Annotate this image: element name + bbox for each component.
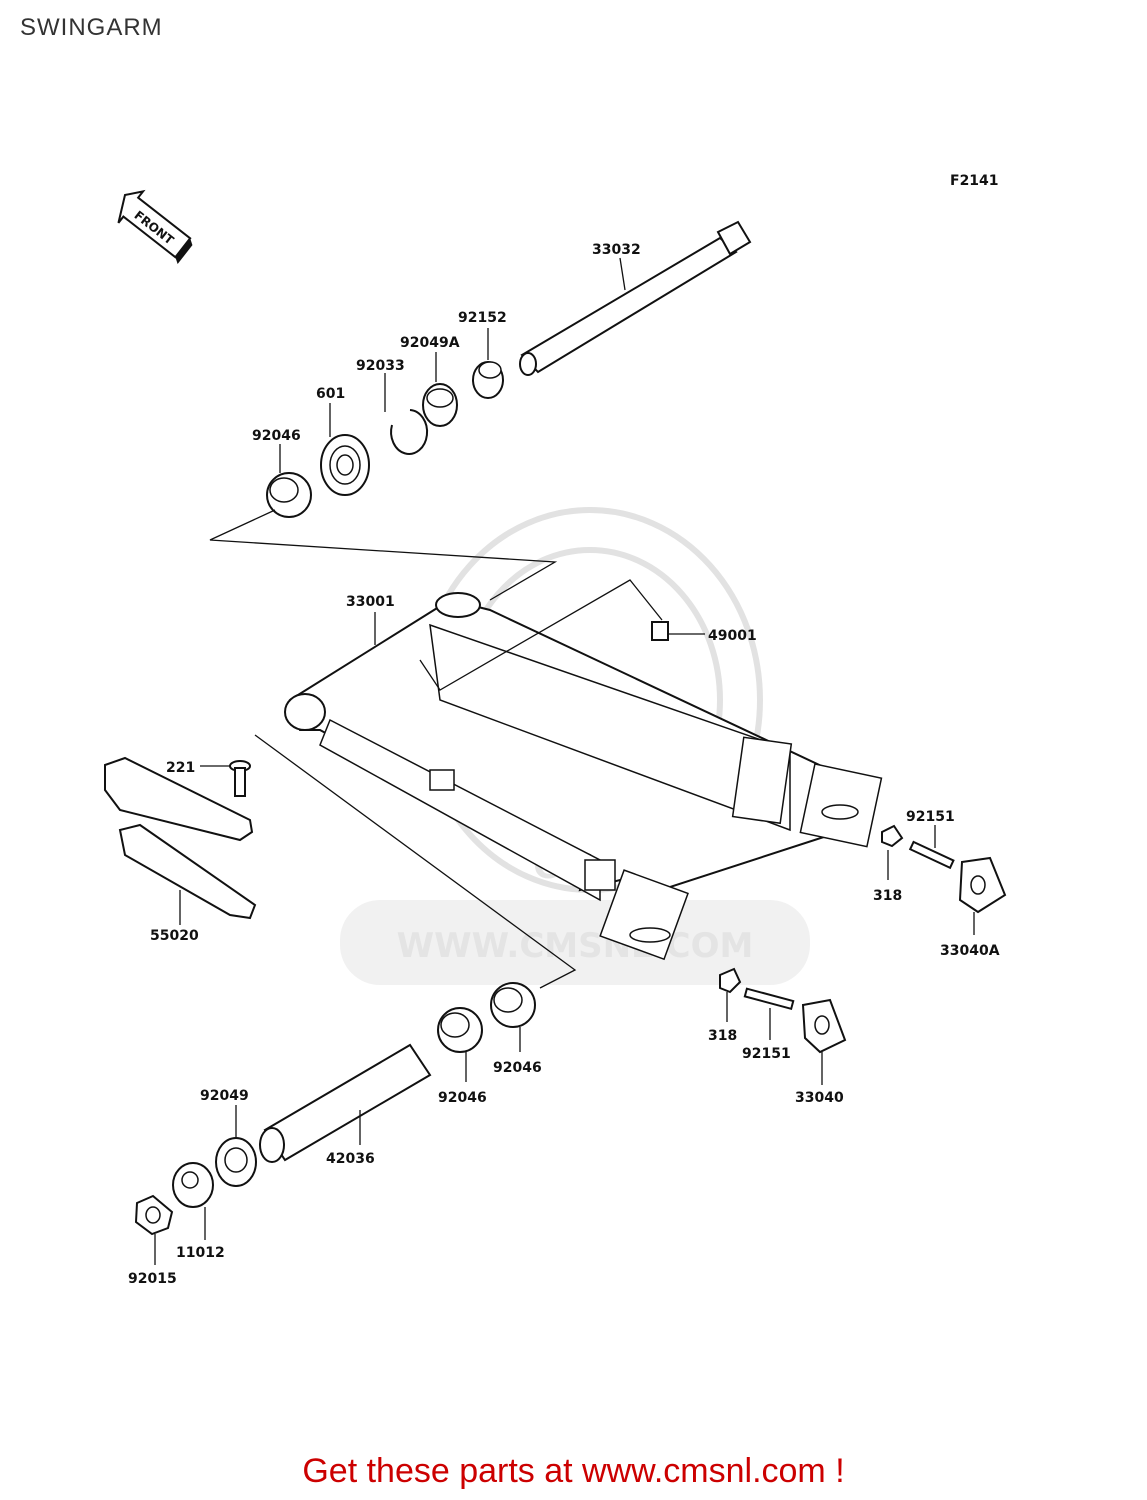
part-221-screw[interactable]	[200, 760, 251, 797]
part-318-nut-right[interactable]	[881, 824, 904, 880]
promo-link[interactable]: Get these parts at www.cmsnl.com !	[302, 1452, 845, 1490]
part-92151-adjuster-bolt-right[interactable]	[908, 825, 955, 870]
label-11012[interactable]: 11012	[176, 1245, 225, 1261]
label-92049a[interactable]: 92049A	[400, 335, 460, 351]
part-33001-swingarm[interactable]	[284, 579, 883, 961]
part-92046-needle-bearing-lower-left[interactable]	[437, 1007, 483, 1082]
part-33040-chain-adjuster-block[interactable]	[801, 998, 847, 1085]
part-33040a-chain-adjuster-block[interactable]	[958, 856, 1007, 935]
label-33040[interactable]: 33040	[795, 1090, 844, 1106]
label-601[interactable]: 601	[316, 386, 345, 402]
label-221[interactable]: 221	[166, 760, 195, 776]
part-labels: 33032 92152 92049A 92033 601 92046 33001…	[128, 242, 1000, 1287]
part-92046-needle-bearing-top[interactable]	[266, 444, 312, 518]
part-92049-seal[interactable]	[215, 1105, 257, 1187]
label-42036[interactable]: 42036	[326, 1151, 375, 1167]
part-318-nut-lower[interactable]	[719, 967, 742, 1022]
part-92015-nut[interactable]	[134, 1194, 174, 1265]
label-318-right[interactable]: 318	[873, 888, 902, 904]
label-49001[interactable]: 49001	[708, 628, 757, 644]
part-601-ball-bearing[interactable]	[320, 403, 370, 496]
label-92152[interactable]: 92152	[458, 310, 507, 326]
label-92033[interactable]: 92033	[356, 358, 405, 374]
part-55020-chain-guard[interactable]	[104, 756, 257, 925]
part-11012-washer[interactable]	[172, 1162, 214, 1240]
part-92152-collar[interactable]	[472, 328, 504, 399]
label-92015[interactable]: 92015	[128, 1271, 177, 1287]
page-title: SWINGARM	[20, 14, 163, 41]
watermark-text: WWW.CMSNL.COM	[397, 926, 754, 966]
part-92151-adjuster-bolt-lower[interactable]	[743, 987, 795, 1040]
swingarm-parts-diagram: CMS WWW.CMSNL.COM F2141 FRONT	[104, 173, 1007, 1287]
label-92046-lower-left[interactable]: 92046	[438, 1090, 487, 1106]
label-92046-lower-right[interactable]: 92046	[493, 1060, 542, 1076]
label-92049[interactable]: 92049	[200, 1088, 249, 1104]
label-92046-top[interactable]: 92046	[252, 428, 301, 444]
part-33032-pivot-shaft[interactable]	[519, 220, 752, 376]
label-55020[interactable]: 55020	[150, 928, 199, 944]
part-92049a-seal[interactable]	[422, 352, 458, 427]
label-92151-right[interactable]: 92151	[906, 809, 955, 825]
part-92033-circlip[interactable]	[384, 373, 429, 455]
part-42036-sleeve[interactable]	[259, 1043, 432, 1163]
label-92151-lower[interactable]: 92151	[742, 1046, 791, 1062]
part-92046-needle-bearing-lower-right[interactable]	[490, 982, 536, 1052]
label-33001[interactable]: 33001	[346, 594, 395, 610]
part-49001-grease-fitting[interactable]	[651, 621, 705, 641]
label-318-lower[interactable]: 318	[708, 1028, 737, 1044]
label-33032[interactable]: 33032	[592, 242, 641, 258]
front-arrow-icon: FRONT	[117, 189, 193, 265]
figure-code: F2141	[950, 173, 999, 189]
label-33040a[interactable]: 33040A	[940, 943, 1000, 959]
